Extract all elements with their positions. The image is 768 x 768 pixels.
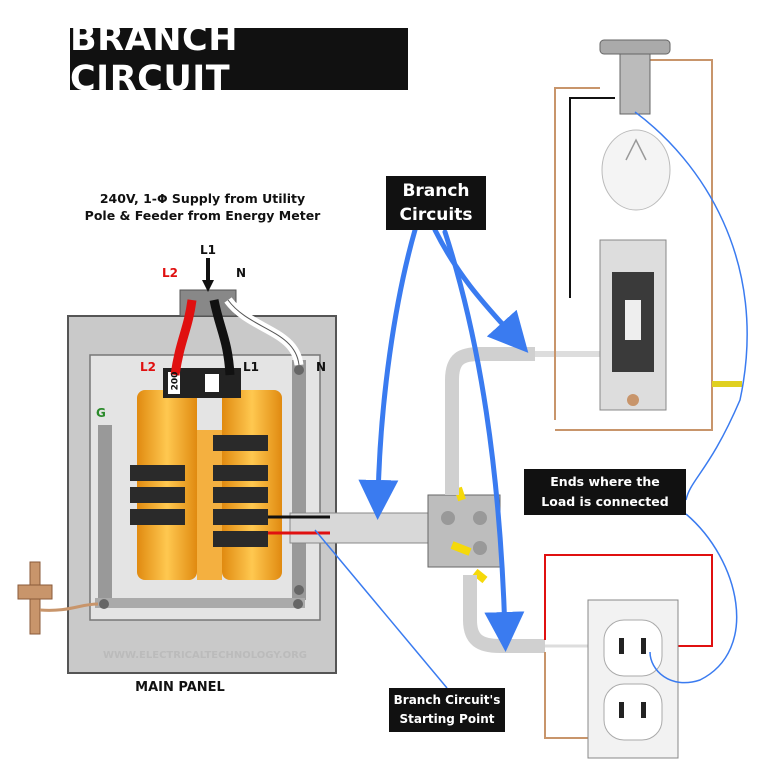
branch-circuits-callout: Branch Circuits — [386, 176, 486, 230]
starting-point-callout: Branch Circuit's Starting Point — [389, 688, 505, 732]
supply-line-2: Pole & Feeder from Energy Meter — [84, 208, 321, 223]
wall-switch — [599, 239, 742, 411]
annotation-leader-lines — [314, 111, 748, 689]
duplex-receptacle — [587, 599, 679, 759]
conduit — [268, 512, 431, 544]
n-top-label: N — [236, 266, 247, 280]
l1-panel-label: L1 — [243, 360, 259, 374]
junction-box — [427, 486, 501, 584]
branch-circuits-line-1: Branch — [402, 181, 470, 201]
neutral-bar — [292, 360, 306, 600]
load-end-line-1: Ends where the — [550, 474, 660, 489]
l1-top-label: L1 — [200, 243, 216, 257]
service-entrance — [170, 258, 304, 376]
load-end-line-2: Load is connected — [541, 494, 669, 509]
starting-point-line-1: Branch Circuit's — [393, 693, 501, 707]
starting-point-line-2: Starting Point — [399, 712, 495, 726]
supply-description: 240V, 1-Φ Supply from Utility Pole & Fee… — [75, 190, 330, 224]
upper-branch-run — [445, 59, 713, 495]
annotation-arrows — [358, 227, 529, 652]
l2-panel-label: L2 — [140, 360, 156, 374]
ground-label: G — [96, 406, 106, 420]
n-panel-label: N — [316, 360, 327, 374]
ground-bar — [95, 425, 305, 609]
branch-breakers — [130, 435, 268, 547]
grounding-electrode — [17, 561, 99, 635]
load-end-callout: Ends where the Load is connected — [524, 469, 686, 515]
main-breaker-rating: 200 — [170, 371, 181, 391]
light-fixture — [599, 39, 671, 211]
branch-circuits-line-2: Circuits — [399, 205, 473, 225]
l2-top-label: L2 — [162, 266, 178, 280]
main-panel-label: MAIN PANEL — [135, 680, 225, 695]
supply-line-1: 240V, 1-Φ Supply from Utility — [99, 191, 306, 206]
watermark: WWW.ELECTRICALTECHNOLOGY.ORG — [102, 650, 307, 661]
